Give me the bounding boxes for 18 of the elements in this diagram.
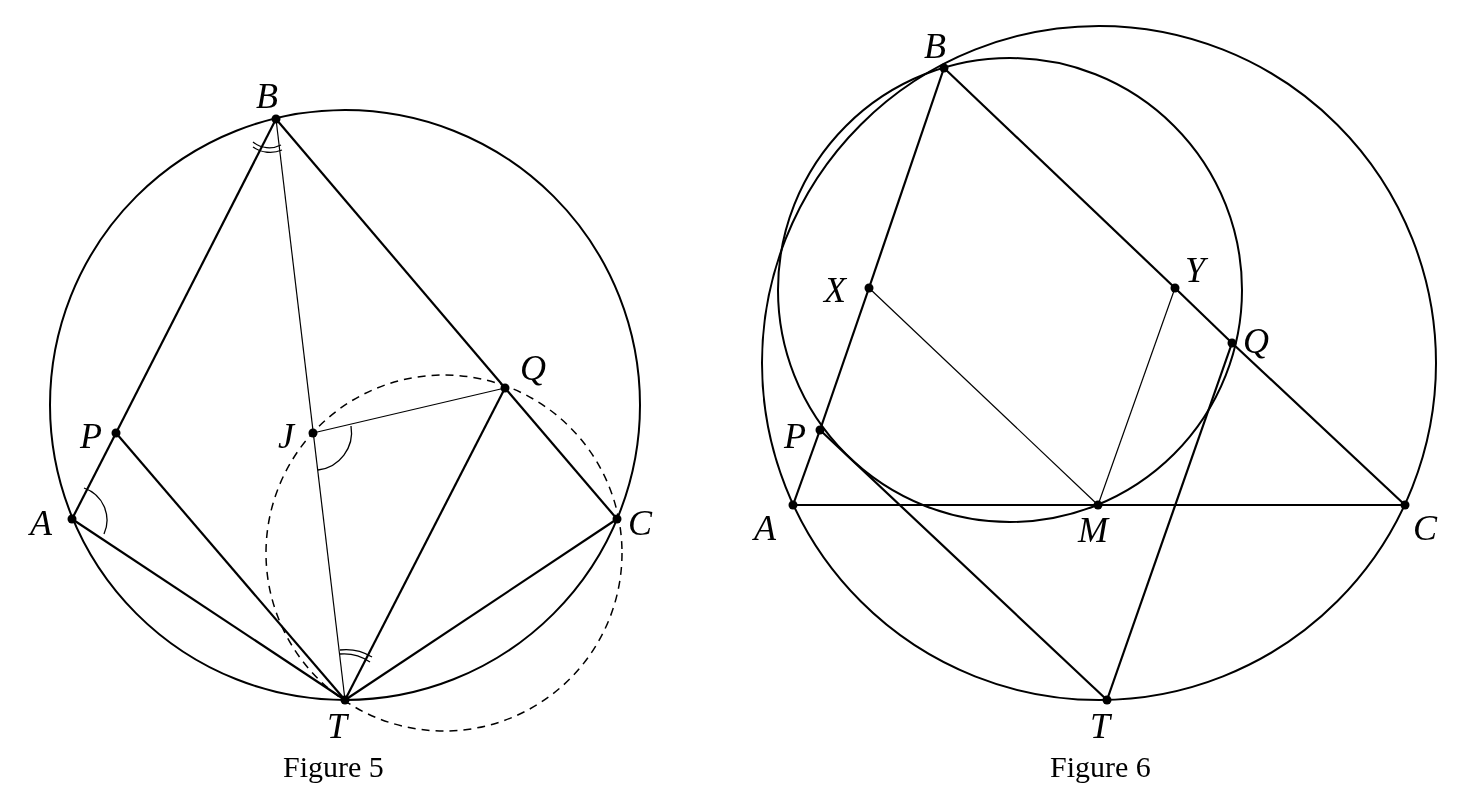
point-label: T [1090, 708, 1111, 744]
point-label: M [1078, 512, 1108, 548]
point-label: A [30, 505, 52, 541]
figure-caption: Figure 5 [283, 752, 384, 782]
point-label: B [924, 28, 946, 64]
point-label: B [256, 78, 278, 114]
point-label: Q [520, 350, 546, 386]
point-label: J [278, 418, 294, 454]
figure-caption: Figure 6 [1050, 752, 1151, 782]
point-label: C [1413, 510, 1437, 546]
point-label: C [628, 505, 652, 541]
point-label: A [754, 510, 776, 546]
point-label: Y [1185, 252, 1206, 288]
point-label: P [784, 418, 806, 454]
point-label: Q [1243, 323, 1269, 359]
point-label: X [824, 272, 846, 308]
point-label: P [80, 418, 102, 454]
point-label: T [327, 708, 348, 744]
